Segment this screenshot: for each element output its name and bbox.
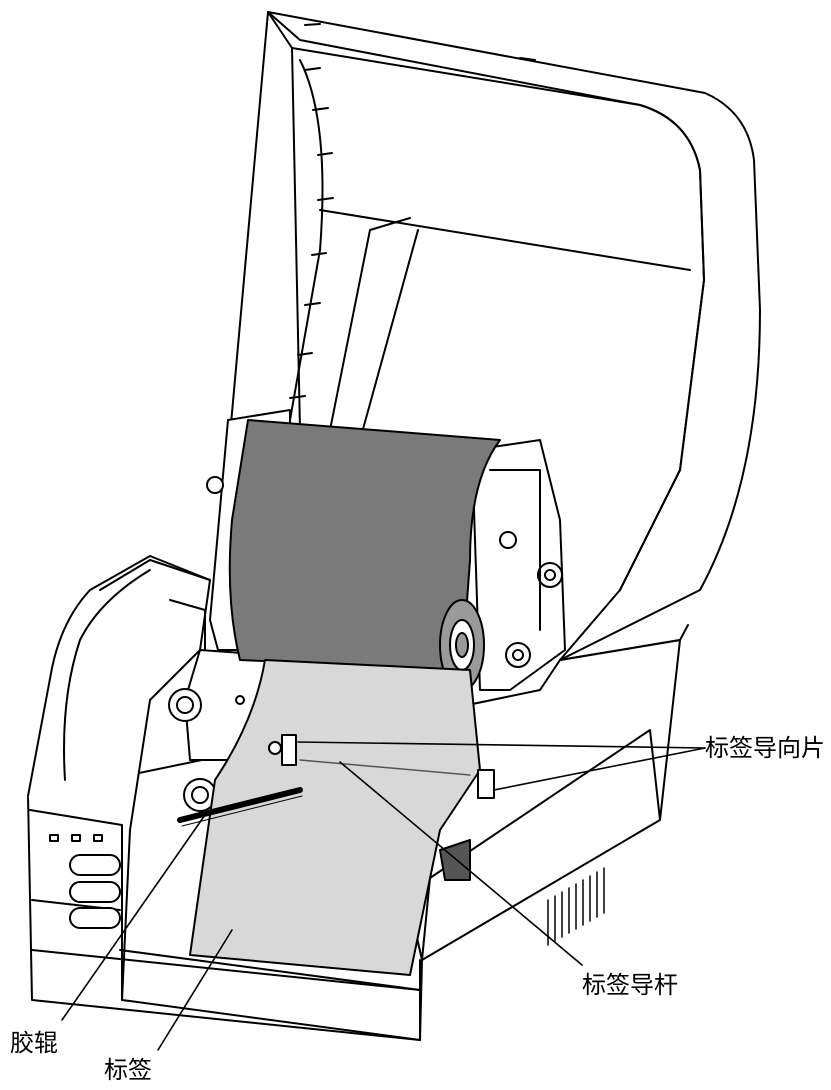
label-strip xyxy=(189,659,481,976)
callout-label-guide-rod: 标签导杆 xyxy=(582,971,678,999)
rubber-roller xyxy=(177,787,303,827)
callout-label-guide: 标签导向片 xyxy=(705,734,825,762)
leader-lines xyxy=(61,741,706,1051)
status-led xyxy=(49,834,59,842)
label-guide-left xyxy=(268,734,297,766)
label-guide-right xyxy=(439,769,495,881)
top-cover xyxy=(229,11,761,661)
callout-label: 标签 xyxy=(104,1056,152,1084)
ribbon-roll xyxy=(228,419,501,691)
status-led xyxy=(93,834,103,842)
control-panel xyxy=(49,834,121,929)
cancel-button[interactable] xyxy=(69,907,121,929)
status-led xyxy=(71,834,81,842)
callout-rubber-roller: 胶辊 xyxy=(10,1029,58,1057)
pause-button[interactable] xyxy=(69,854,121,876)
feed-button[interactable] xyxy=(69,881,121,903)
